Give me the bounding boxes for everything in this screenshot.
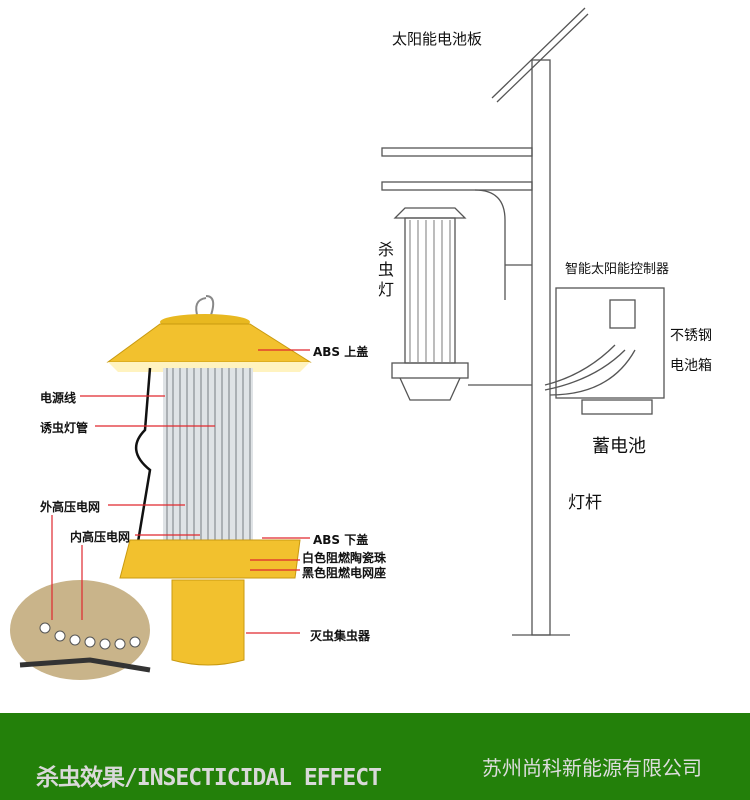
label-inner-grid: 内高压电网 xyxy=(70,530,131,544)
label-pole: 灯杆 xyxy=(568,493,602,513)
solar-lamp-system xyxy=(381,7,665,636)
banner-title: 杀虫效果/INSECTICIDAL EFFECT xyxy=(36,765,382,791)
label-grid-base: 黑色阻燃电网座 xyxy=(302,566,387,580)
diagram-drawing xyxy=(10,7,665,680)
leader-lines xyxy=(51,349,310,634)
label-top-cover: ABS 上盖 xyxy=(313,345,369,359)
label-controller: 智能太阳能控制器 xyxy=(565,262,670,277)
label-lamp: 杀虫灯 xyxy=(378,240,395,299)
label-battery-box-1: 不锈钢 xyxy=(670,328,712,344)
label-outer-grid: 外高压电网 xyxy=(40,500,101,514)
label-battery: 蓄电池 xyxy=(592,436,646,457)
label-collector: 灭虫集虫器 xyxy=(310,629,371,643)
insect-killer-lamp xyxy=(10,295,312,680)
label-solar-panel: 太阳能电池板 xyxy=(392,30,483,48)
label-ceramic-beads: 白色阻燃陶瓷珠 xyxy=(302,551,387,565)
label-battery-box-2: 电池箱 xyxy=(670,358,712,374)
banner xyxy=(0,713,750,800)
label-bottom-cover: ABS 下盖 xyxy=(313,533,369,547)
label-lure-tube: 诱虫灯管 xyxy=(40,421,89,435)
label-power-cord: 电源线 xyxy=(40,391,77,405)
company-name: 苏州尚科新能源有限公司 xyxy=(482,756,702,780)
